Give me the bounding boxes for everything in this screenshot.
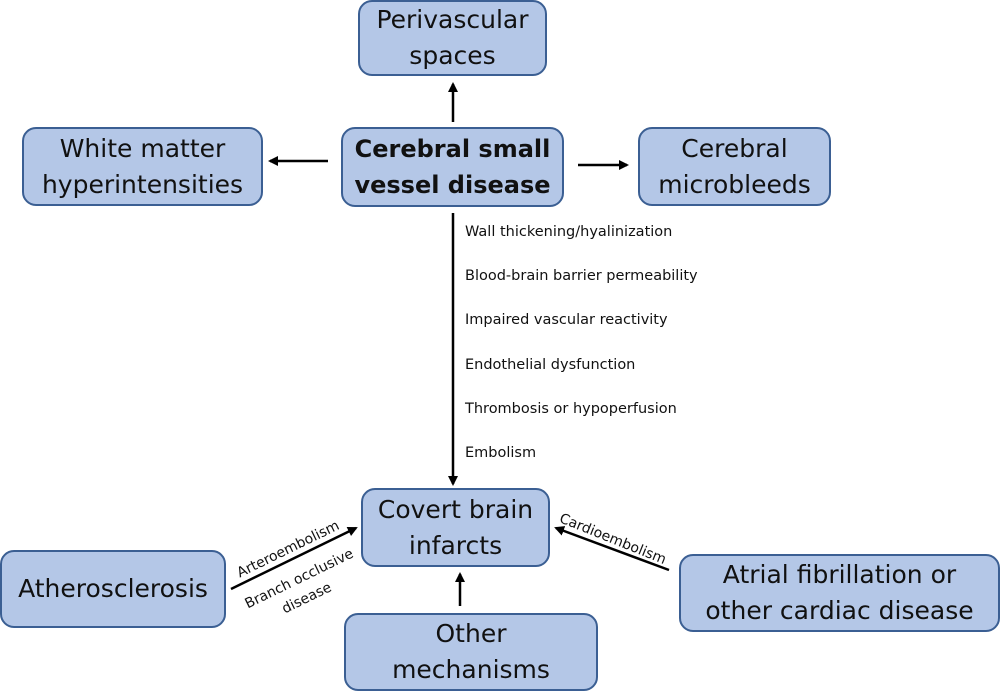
- mechanism-item: Wall thickening/hyalinization: [465, 224, 673, 240]
- node-label: infarcts: [408, 530, 503, 560]
- node-label: Atrial fibrillation or: [722, 560, 957, 589]
- node-label: White matter: [59, 133, 226, 163]
- node-perivascular-spaces: Perivascular spaces: [358, 0, 547, 76]
- mechanism-item: Embolism: [465, 445, 537, 461]
- node-cerebral-microbleeds: Cerebral microbleeds: [638, 127, 831, 206]
- node-other-mechanisms: Other mechanisms: [344, 613, 598, 691]
- node-label: Cerebral small: [354, 135, 551, 163]
- node-label: microbleeds: [658, 169, 811, 199]
- node-covert-brain-infarcts: Covert brain infarcts: [361, 488, 550, 567]
- node-label: Other: [435, 619, 507, 648]
- mechanism-item: Thrombosis or hypoperfusion: [465, 401, 677, 417]
- mechanism-item: Impaired vascular reactivity: [465, 312, 668, 328]
- mechanism-item: Blood-brain barrier permeability: [465, 268, 698, 284]
- node-label: vessel disease: [354, 171, 551, 199]
- node-label: Cerebral: [681, 133, 788, 163]
- node-label: Covert brain: [377, 494, 534, 524]
- node-label: spaces: [409, 41, 496, 70]
- node-label: hyperintensities: [41, 169, 244, 199]
- node-label: mechanisms: [392, 655, 550, 684]
- node-label: Perivascular: [376, 5, 529, 34]
- arrow-atherosclerosis-to-covert: [230, 526, 358, 591]
- node-atherosclerosis: Atherosclerosis: [0, 550, 226, 628]
- arrow-atrial-to-covert: [554, 526, 670, 572]
- node-white-matter-hyperintensities: White matter hyperintensities: [22, 127, 263, 206]
- node-atrial-fibrillation: Atrial fibrillation or other cardiac dise…: [679, 554, 1000, 632]
- mechanism-item: Endothelial dysfunction: [465, 357, 636, 373]
- node-label: other cardiac disease: [705, 596, 974, 625]
- node-label: Atherosclerosis: [18, 574, 208, 603]
- node-cerebral-small-vessel-disease: Cerebral small vessel disease: [341, 127, 564, 207]
